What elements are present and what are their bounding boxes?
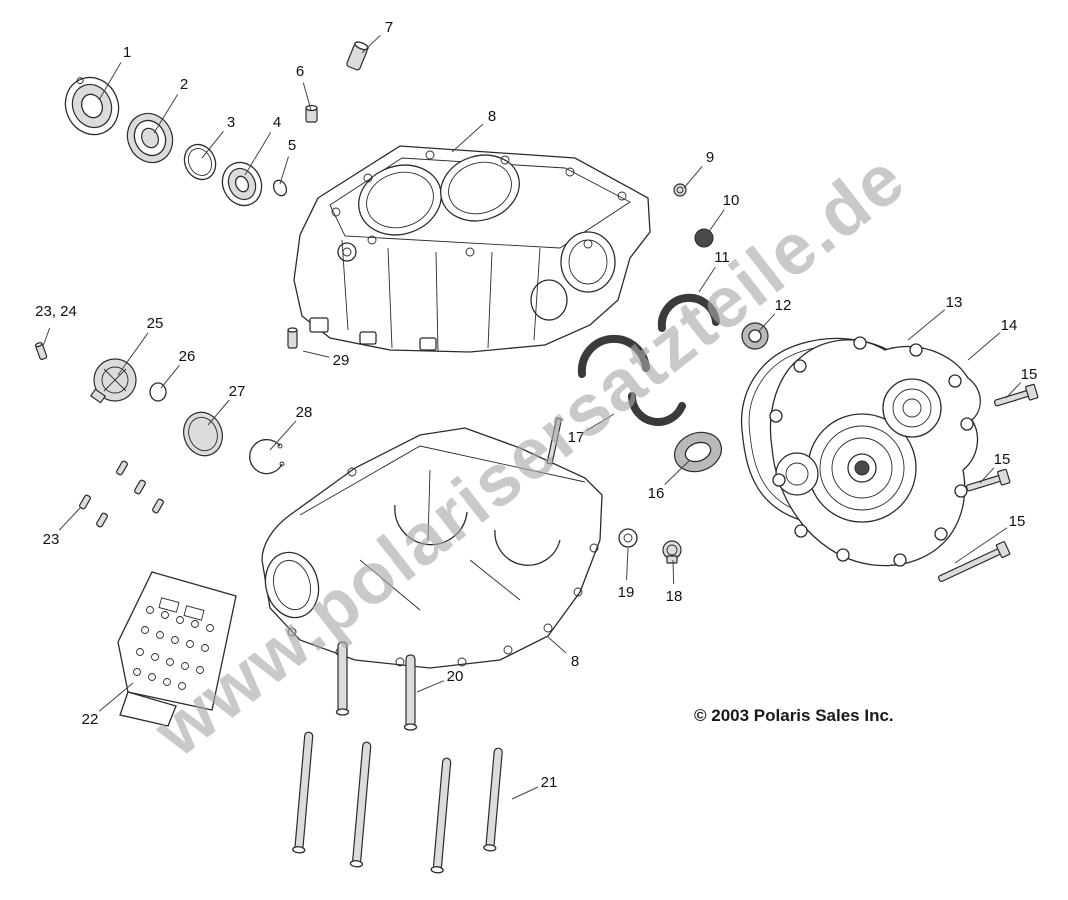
callout-label: 4 (273, 114, 281, 131)
callout-label: 16 (648, 485, 665, 502)
leader-line (547, 636, 567, 654)
leader-line (98, 62, 122, 101)
leader-line (279, 156, 289, 185)
leader-line (117, 332, 149, 376)
leader-line (954, 527, 1008, 564)
leader-line (626, 547, 629, 581)
part-cover-14 (769, 336, 981, 567)
leader-line (160, 364, 180, 389)
callout-label: 28 (296, 404, 313, 421)
callout-label: 19 (618, 584, 635, 601)
part-washer-12 (741, 322, 769, 350)
callout-label: 3 (227, 114, 235, 131)
callout-label: 20 (447, 668, 464, 685)
leader-line (672, 559, 675, 585)
callout-label: 26 (179, 348, 196, 365)
leader-line (361, 34, 381, 54)
part-lower-crankcase (261, 417, 603, 669)
leader-line (451, 123, 484, 153)
callout-label: 15 (994, 451, 1011, 468)
callout-label: 22 (82, 711, 99, 728)
part-cap-25 (89, 358, 137, 404)
leader-line (244, 132, 272, 176)
part-plug-27 (183, 411, 223, 457)
part-bearing-4 (221, 161, 263, 207)
part-ring-5 (272, 179, 288, 197)
callout-label: 18 (666, 588, 683, 605)
leader-line (416, 680, 445, 693)
leader-line (153, 93, 179, 134)
callout-label: 27 (229, 383, 246, 400)
leader-line (42, 327, 51, 347)
leader-line (907, 309, 946, 341)
callout-label: 23, 24 (35, 303, 77, 320)
part-bearing-shells-11 (577, 293, 720, 426)
part-seal-2 (126, 112, 174, 164)
leader-line (683, 165, 703, 189)
part-plug-6 (305, 104, 318, 123)
callout-label: 11 (714, 249, 730, 266)
leader-line (967, 332, 1001, 361)
part-plug-18 (662, 540, 682, 564)
leader-line (302, 82, 312, 111)
callout-label: 8 (571, 653, 579, 670)
leader-line (586, 413, 615, 432)
part-upper-crankcase (293, 145, 651, 353)
part-bolts-20 (335, 641, 418, 731)
copyright-text: © 2003 Polaris Sales Inc. (694, 706, 894, 725)
callout-label: 15 (1009, 513, 1026, 530)
callout-label: 21 (541, 774, 558, 791)
callout-label: 25 (147, 315, 164, 332)
callout-label: 15 (1021, 366, 1038, 383)
part-dowel-29 (287, 327, 298, 349)
leader-line (302, 350, 330, 358)
callout-label: 1 (123, 44, 131, 61)
callout-label: 12 (775, 297, 792, 314)
part-ring-3 (183, 143, 217, 181)
part-bolts-23-24 (34, 342, 164, 528)
callout-label: 14 (1001, 317, 1018, 334)
callout-label: 7 (385, 19, 393, 36)
callout-label: 9 (706, 149, 714, 166)
leader-line (664, 459, 691, 486)
part-skid-plate-22 (117, 571, 237, 727)
part-bolts-15 (937, 383, 1039, 583)
callout-label: 2 (180, 76, 188, 93)
part-plug-10 (694, 228, 714, 248)
callout-label: 23 (43, 531, 60, 548)
part-pin-7 (346, 41, 369, 71)
leader-line (201, 131, 224, 159)
callout-label: 8 (488, 108, 496, 125)
callout-label: 10 (723, 192, 740, 209)
leader-line (207, 399, 230, 426)
leader-line (979, 467, 995, 484)
callout-label: 5 (288, 137, 296, 154)
part-bolts-21 (292, 731, 503, 874)
leader-line (98, 682, 134, 712)
callout-label: 29 (333, 352, 350, 369)
leader-line (269, 420, 297, 451)
part-washer-19 (618, 528, 638, 548)
leader-line (707, 209, 725, 234)
leader-line (1005, 382, 1022, 399)
leader-line (58, 507, 81, 531)
part-bolt-9 (673, 183, 687, 197)
leader-line (698, 266, 716, 293)
leader-line (758, 313, 776, 332)
callout-label: 13 (946, 294, 963, 311)
part-seal-16 (673, 431, 723, 473)
part-oring-26 (149, 382, 167, 402)
callout-label: 6 (296, 63, 304, 80)
leader-line (511, 786, 539, 800)
part-snapring-28 (249, 439, 285, 475)
callout-label: 17 (568, 429, 585, 446)
